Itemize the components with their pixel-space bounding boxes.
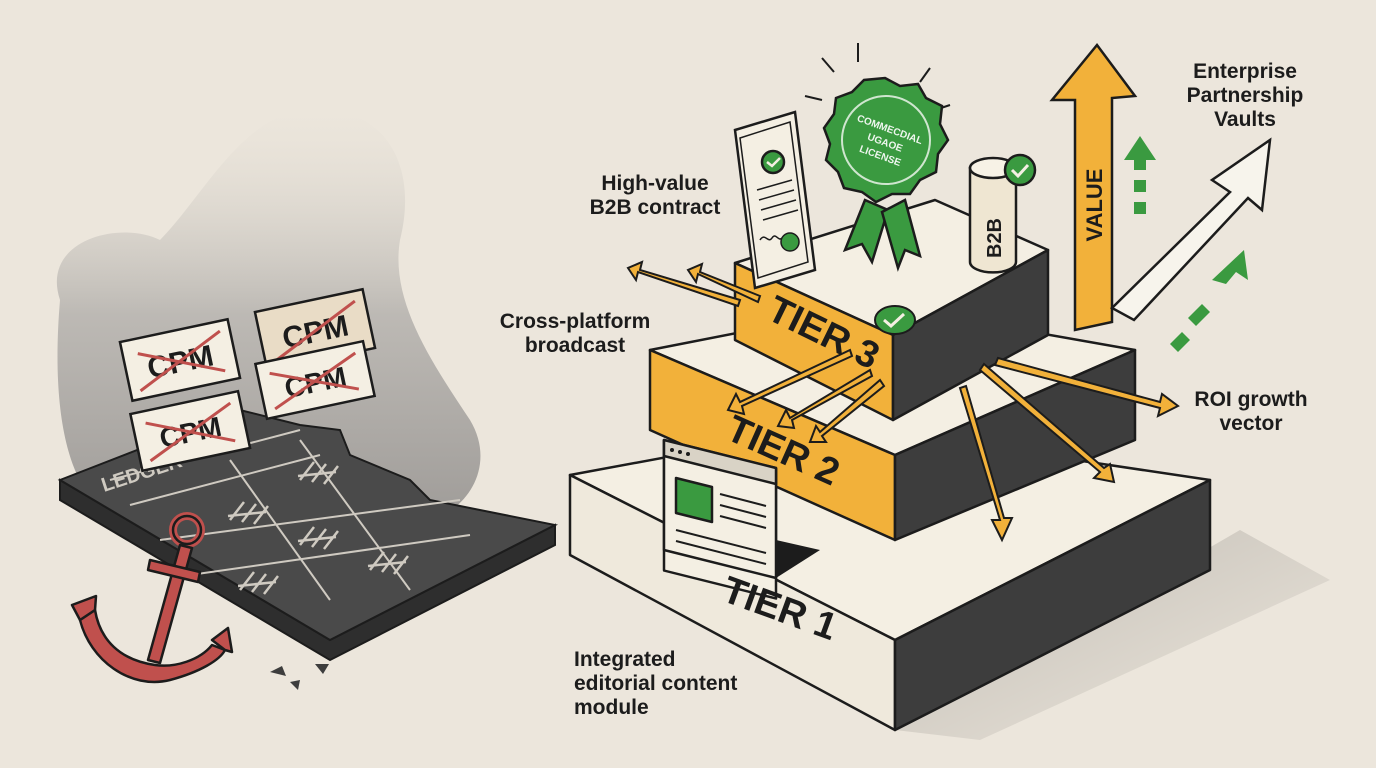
anchor-icon: [70, 512, 234, 684]
contract-document-icon: [733, 110, 817, 290]
content-module-icon: [662, 438, 778, 600]
green-growth-arrows: [1124, 136, 1248, 352]
ledger-debris: [270, 664, 329, 690]
cpm-card-3: CPM: [253, 339, 377, 421]
label-high-value-contract: High-value B2B contract: [589, 172, 721, 219]
tier1-side: [893, 478, 1212, 732]
b2b-cylinder-icon: B2B: [968, 153, 1037, 274]
tier-pyramid: [568, 198, 1330, 740]
label-enterprise-partnership-vaults: Enterprise Partnership Vaults: [1186, 60, 1304, 131]
pyramid-shadow: [895, 530, 1330, 740]
label-roi-growth-vector: ROI growth vector: [1194, 388, 1308, 435]
tier2-side: [893, 348, 1137, 542]
cpm-card-4: CPM: [128, 389, 252, 473]
partnership-growth-arrow-icon: [1109, 137, 1272, 322]
value-arrow-icon: VALUE: [1049, 42, 1138, 332]
broadcast-arrows: [626, 260, 1180, 543]
tier3-side: [891, 248, 1050, 422]
cpm-card-1: CPM: [118, 317, 242, 403]
tier3-check-icon: [874, 305, 916, 335]
content-module-slot: [776, 540, 820, 578]
ledger-tally-marks: [227, 461, 409, 595]
legacy-ledger-group: LEDGER CPM CPM: [56, 108, 559, 690]
label-integrated-editorial-module: Integrated editorial content module: [574, 648, 738, 719]
commercial-license-seal-icon: COMMECDIAL UGAOE LICENSE: [804, 43, 951, 272]
seal-rays: [804, 43, 951, 111]
value-arrow-label: VALUE: [1082, 169, 1107, 242]
label-cross-platform-broadcast: Cross-platform broadcast: [499, 310, 651, 357]
b2b-cylinder-label: B2B: [984, 218, 1006, 258]
